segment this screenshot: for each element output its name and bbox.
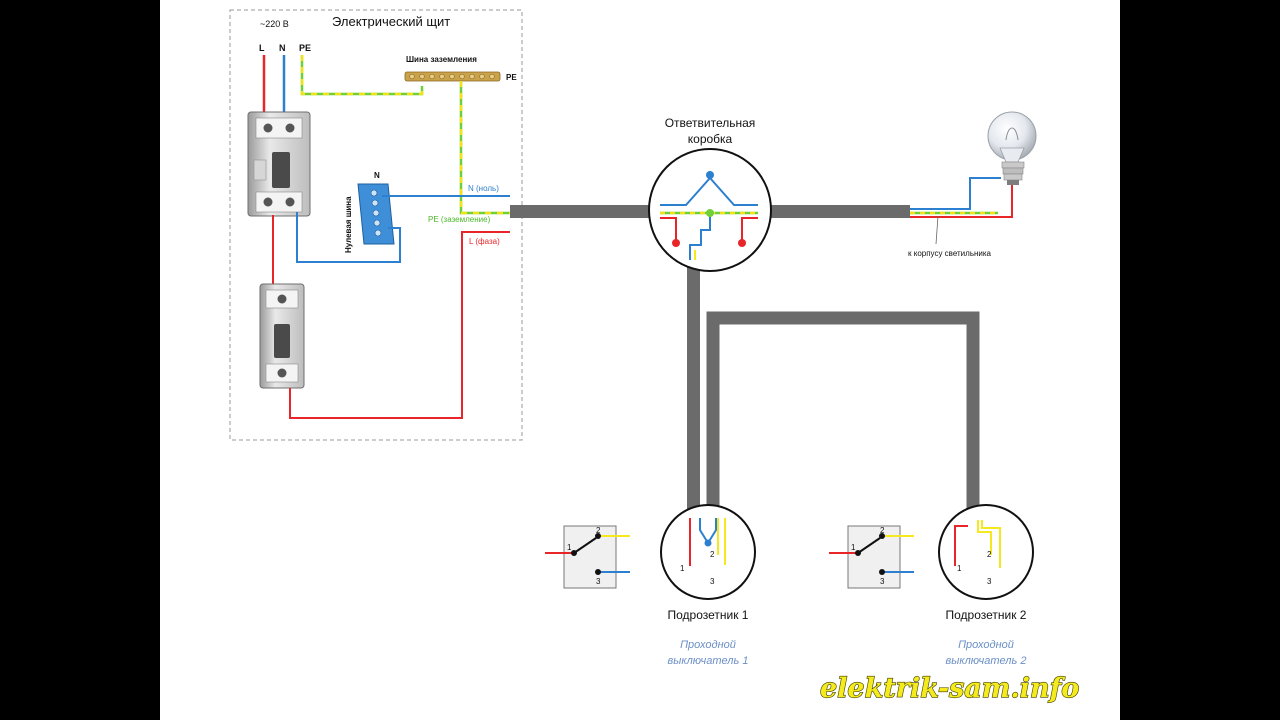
cable-panel-to-box xyxy=(510,205,660,218)
switch-box-1-label: Подрозетник 1 xyxy=(668,608,749,622)
neutral-bus xyxy=(357,183,395,245)
terminal-l-label: L xyxy=(259,43,265,53)
diagram-canvas: Электрический щит ~220 В L N PE Шина заз… xyxy=(160,0,1120,720)
ground-bus-pe-label: PE xyxy=(506,73,517,82)
neutral-bus-n-label: N xyxy=(374,171,380,180)
wire-label-l: L (фаза) xyxy=(469,237,500,246)
lamp xyxy=(987,111,1037,185)
switch-box-2 xyxy=(938,504,1034,600)
switch-box-1 xyxy=(660,504,756,600)
junction-box-title-1: Ответвительная xyxy=(665,116,756,130)
switch-box-1-t3: 3 xyxy=(710,577,715,586)
junction-box-title-2: коробка xyxy=(688,132,733,146)
switch-box-1-t1: 1 xyxy=(680,564,685,573)
switch-symbol-2-t2: 2 xyxy=(880,526,885,535)
switch-box-1-wiring xyxy=(689,518,726,566)
lamp-wiring xyxy=(910,177,1013,218)
switch-2-caption-1: Проходной xyxy=(958,639,1014,651)
junction-box-wiring xyxy=(660,171,758,260)
cable-box-to-lamp xyxy=(758,205,910,218)
switch-symbol-2 xyxy=(829,525,914,589)
terminal-n-label: N xyxy=(279,43,286,53)
incoming-pe-wire xyxy=(300,55,424,96)
switch-symbol-1-t3: 3 xyxy=(596,577,601,586)
lamp-note: к корпусу светильника xyxy=(908,249,992,258)
switch-symbol-1-t1: 1 xyxy=(567,543,572,552)
voltage-label: ~220 В xyxy=(260,19,289,29)
cable-switch1-to-switch2 xyxy=(706,311,980,518)
watermark: elektrik-sam.info xyxy=(820,673,1079,704)
switch-symbol-2-t3: 3 xyxy=(880,577,885,586)
switch-2-caption-2: выключатель 2 xyxy=(946,655,1027,667)
cable-box-to-switch1 xyxy=(687,260,700,518)
switch-symbol-1 xyxy=(545,525,630,589)
switch-box-1-t2: 2 xyxy=(710,550,715,559)
phase-wire-to-cable xyxy=(289,231,510,419)
neutral-wire-to-bus xyxy=(296,212,401,263)
lamp-note-leader xyxy=(935,215,939,245)
lighting-breaker xyxy=(259,283,305,389)
neutral-bus-label: Нулевая шина xyxy=(344,196,353,253)
switch-box-2-label: Подрозетник 2 xyxy=(946,608,1027,622)
terminal-pe-label: PE xyxy=(299,43,311,53)
panel-border xyxy=(229,9,523,441)
ground-bus-label: Шина заземления xyxy=(406,55,477,64)
wire-label-pe: PE (заземление) xyxy=(428,215,491,224)
switch-box-2-t1: 1 xyxy=(957,564,962,573)
switch-box-2-t2: 2 xyxy=(987,550,992,559)
switch-symbol-2-t1: 1 xyxy=(851,543,856,552)
panel-title: Электрический щит xyxy=(332,14,450,29)
main-breaker xyxy=(247,111,311,217)
pe-wire-to-cable xyxy=(459,81,510,215)
switch-1-caption-1: Проходной xyxy=(680,639,736,651)
switch-box-2-t3: 3 xyxy=(987,577,992,586)
switch-symbol-1-t2: 2 xyxy=(596,526,601,535)
switch-box-2-wiring xyxy=(954,520,1001,568)
switch-1-caption-2: выключатель 1 xyxy=(668,655,749,667)
wire-label-n: N (ноль) xyxy=(468,184,499,193)
wiring-diagram: Электрический щит ~220 В L N PE Шина заз… xyxy=(229,9,1080,705)
ground-bus-screws xyxy=(409,73,495,80)
